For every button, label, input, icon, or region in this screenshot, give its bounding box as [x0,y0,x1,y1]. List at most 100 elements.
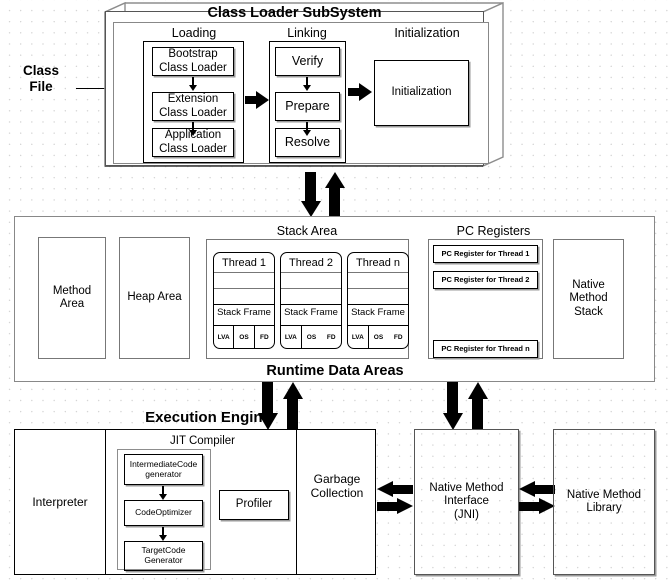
application-class-loader-box[interactable]: Application Class Loader [152,128,234,157]
thread-n-divider-2 [348,288,408,290]
native-method-interface-line3: (JNI) [454,508,479,521]
bootstrap-class-loader-box[interactable]: Bootstrap Class Loader [152,47,234,76]
library-to-jni-left-arrow [519,481,555,498]
pc-register-thread-n-label: PC Register for Thread n [441,343,530,353]
intermediate-code-generator-box[interactable]: IntermediateCode generator [124,454,203,485]
pc-register-thread-1-label: PC Register for Thread 1 [441,248,530,258]
native-method-interface-box[interactable]: Native Method Interface (JNI) [414,429,519,575]
thread-2-divider-2 [281,288,341,290]
thread-n-divider-4 [348,325,408,327]
resolve-box[interactable]: Resolve [275,128,340,157]
target-code-generator-box[interactable]: TargetCode Generator [124,541,203,571]
stack-area-title: Stack Area [276,224,338,238]
prepare-label: Prepare [285,99,330,114]
jni-to-library-right-arrow [519,498,555,515]
native-method-library-line1: Native Method [566,488,642,501]
extension-class-loader-line2: Class Loader [159,106,227,119]
jit-arrow-1 [159,486,169,500]
thread-2-cell-os: OS [306,333,317,341]
runtime-to-engine-down-arrow [258,382,278,430]
heap-area-label: Heap Area [127,291,182,304]
interpreter-label: Interpreter [32,495,88,509]
native-method-stack-line1: Native [572,279,605,292]
garbage-collection-line1: Garbage [313,472,361,486]
native-method-library-line2: Library [586,502,622,514]
method-area-line1: Method [52,284,92,297]
pc-registers-title: PC Registers [456,224,531,238]
jit-compiler-group [117,449,211,570]
pc-register-thread-2-label: PC Register for Thread 2 [441,274,530,284]
jit-arrow-2 [159,527,169,541]
execution-engine-divider-1 [105,430,107,574]
classloader-to-runtime-down-arrow [301,172,321,218]
thread-n-box[interactable] [347,252,409,349]
native-method-interface-line2: Interface [444,495,489,508]
method-area-line2: Area [59,298,85,310]
application-class-loader-line2: Class Loader [159,142,227,155]
garbage-collection-label: Garbage Collection [300,472,374,501]
jni-to-gc-right-arrow [377,498,413,515]
garbage-collection-line2: Collection [310,485,364,500]
heap-area-box[interactable]: Heap Area [119,237,190,359]
linking-arrow-2 [303,122,313,136]
phase-title-linking: Linking [287,26,327,40]
resolve-label: Resolve [284,135,331,150]
verify-box[interactable]: Verify [275,47,340,76]
thread-n-title: Thread n [355,257,401,269]
execution-engine-divider-2 [296,430,298,574]
gc-to-jni-left-arrow [377,481,413,498]
pc-register-thread-n-box[interactable]: PC Register for Thread n [433,340,538,358]
thread-1-cell-os: OS [234,326,255,348]
method-area-box[interactable]: Method Area [38,237,106,359]
runtime-to-jni-down-arrow [443,382,463,430]
thread-2-title: Thread 2 [288,257,334,269]
profiler-label: Profiler [235,498,273,511]
target-code-generator-line2: Generator [144,555,183,565]
native-method-stack-box[interactable]: Native Method Stack [553,239,624,359]
thread-2-divider-1 [281,272,341,274]
intermediate-code-generator-line1: IntermediateCode [129,458,198,469]
class-file-label-line2: File [29,78,53,94]
prepare-box[interactable]: Prepare [275,92,340,121]
loading-to-linking-arrow [245,91,269,109]
code-optimizer-box[interactable]: CodeOptimizer [124,500,203,526]
native-method-interface-line1: Native Method [429,482,504,495]
engine-to-runtime-up-arrow [283,382,303,430]
thread-1-cells: LVA OS FD [214,326,274,348]
pc-register-thread-2-box[interactable]: PC Register for Thread 2 [433,271,538,289]
thread-2-cell-fd: FD [326,333,336,341]
initialization-box[interactable]: Initialization [374,60,469,126]
class-file-label-line1: Class [22,63,60,78]
thread-2-divider-3 [281,304,341,306]
initialization-label: Initialization [391,86,452,99]
thread-1-divider-2 [214,288,274,290]
loading-arrow-1 [189,77,199,91]
thread-n-cell-os: OS [373,333,384,341]
runtime-data-areas-title: Runtime Data Areas [266,363,404,379]
native-method-stack-line2: Method [569,292,608,305]
pc-registers-group [428,239,543,359]
thread-n-cell-lva: LVA [348,326,369,348]
linking-arrow-1 [303,77,313,91]
pc-register-thread-1-box[interactable]: PC Register for Thread 1 [433,245,538,263]
thread-1-divider-4 [214,325,274,327]
thread-n-cells: LVA OS FD [348,326,408,348]
phase-title-initialization: Initialization [394,26,460,40]
thread-n-divider-3 [348,304,408,306]
application-class-loader-line1: Application [164,129,222,142]
bootstrap-class-loader-line1: Bootstrap [168,48,218,61]
loading-arrow-2 [189,122,199,136]
thread-1-divider-3 [214,304,274,306]
thread-2-box[interactable] [280,252,342,349]
code-optimizer-label: CodeOptimizer [135,507,192,518]
linking-to-initialization-arrow [348,83,372,101]
thread-1-stack-frame-label: Stack Frame [217,307,271,318]
linking-group [269,41,346,163]
extension-class-loader-box[interactable]: Extension Class Loader [152,92,234,121]
profiler-box[interactable]: Profiler [219,490,289,520]
phase-title-loading: Loading [171,26,217,40]
target-code-generator-line1: TargetCode [141,545,186,556]
thread-1-box[interactable] [213,252,275,349]
native-method-library-box[interactable]: Native Method Library [553,429,655,575]
